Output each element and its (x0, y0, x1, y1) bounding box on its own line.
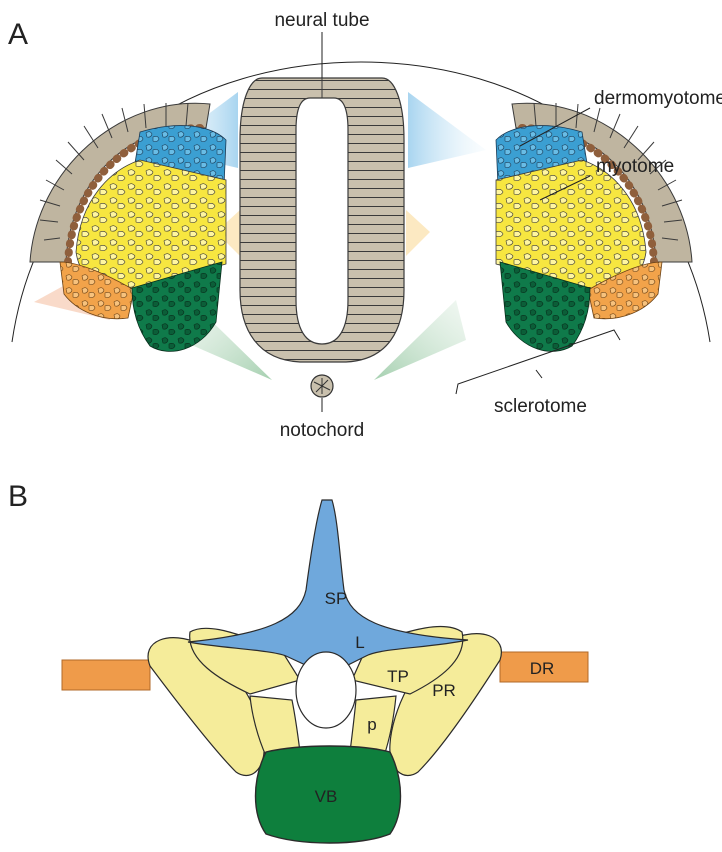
somite-right (496, 103, 692, 351)
notochord (311, 375, 333, 397)
label-vb: VB (315, 787, 338, 806)
label-pr: PR (432, 681, 456, 700)
somite-left (30, 103, 226, 351)
label-myotome: myotome (596, 156, 674, 177)
spinous-process (188, 500, 468, 668)
label-l: L (355, 633, 364, 652)
panel-b-letter: B (8, 480, 28, 513)
label-tp: TP (387, 667, 409, 686)
blue-signal-wedge-right (408, 92, 486, 168)
label-p: p (367, 715, 376, 734)
label-sclerotome: sclerotome (494, 396, 587, 417)
panel-a-letter: A (8, 18, 28, 51)
label-neural-tube: neural tube (274, 10, 369, 31)
yellow-signal-wedge-right (406, 210, 430, 256)
neural-canal (296, 652, 356, 728)
neural-tube (240, 78, 404, 362)
label-notochord: notochord (280, 420, 365, 441)
sclerotome-leader (536, 370, 542, 378)
label-dr: DR (530, 659, 555, 678)
label-dermomyotome: dermomyotome (594, 88, 722, 109)
label-sp: SP (325, 589, 348, 608)
dorsal-rib-left (62, 660, 150, 690)
